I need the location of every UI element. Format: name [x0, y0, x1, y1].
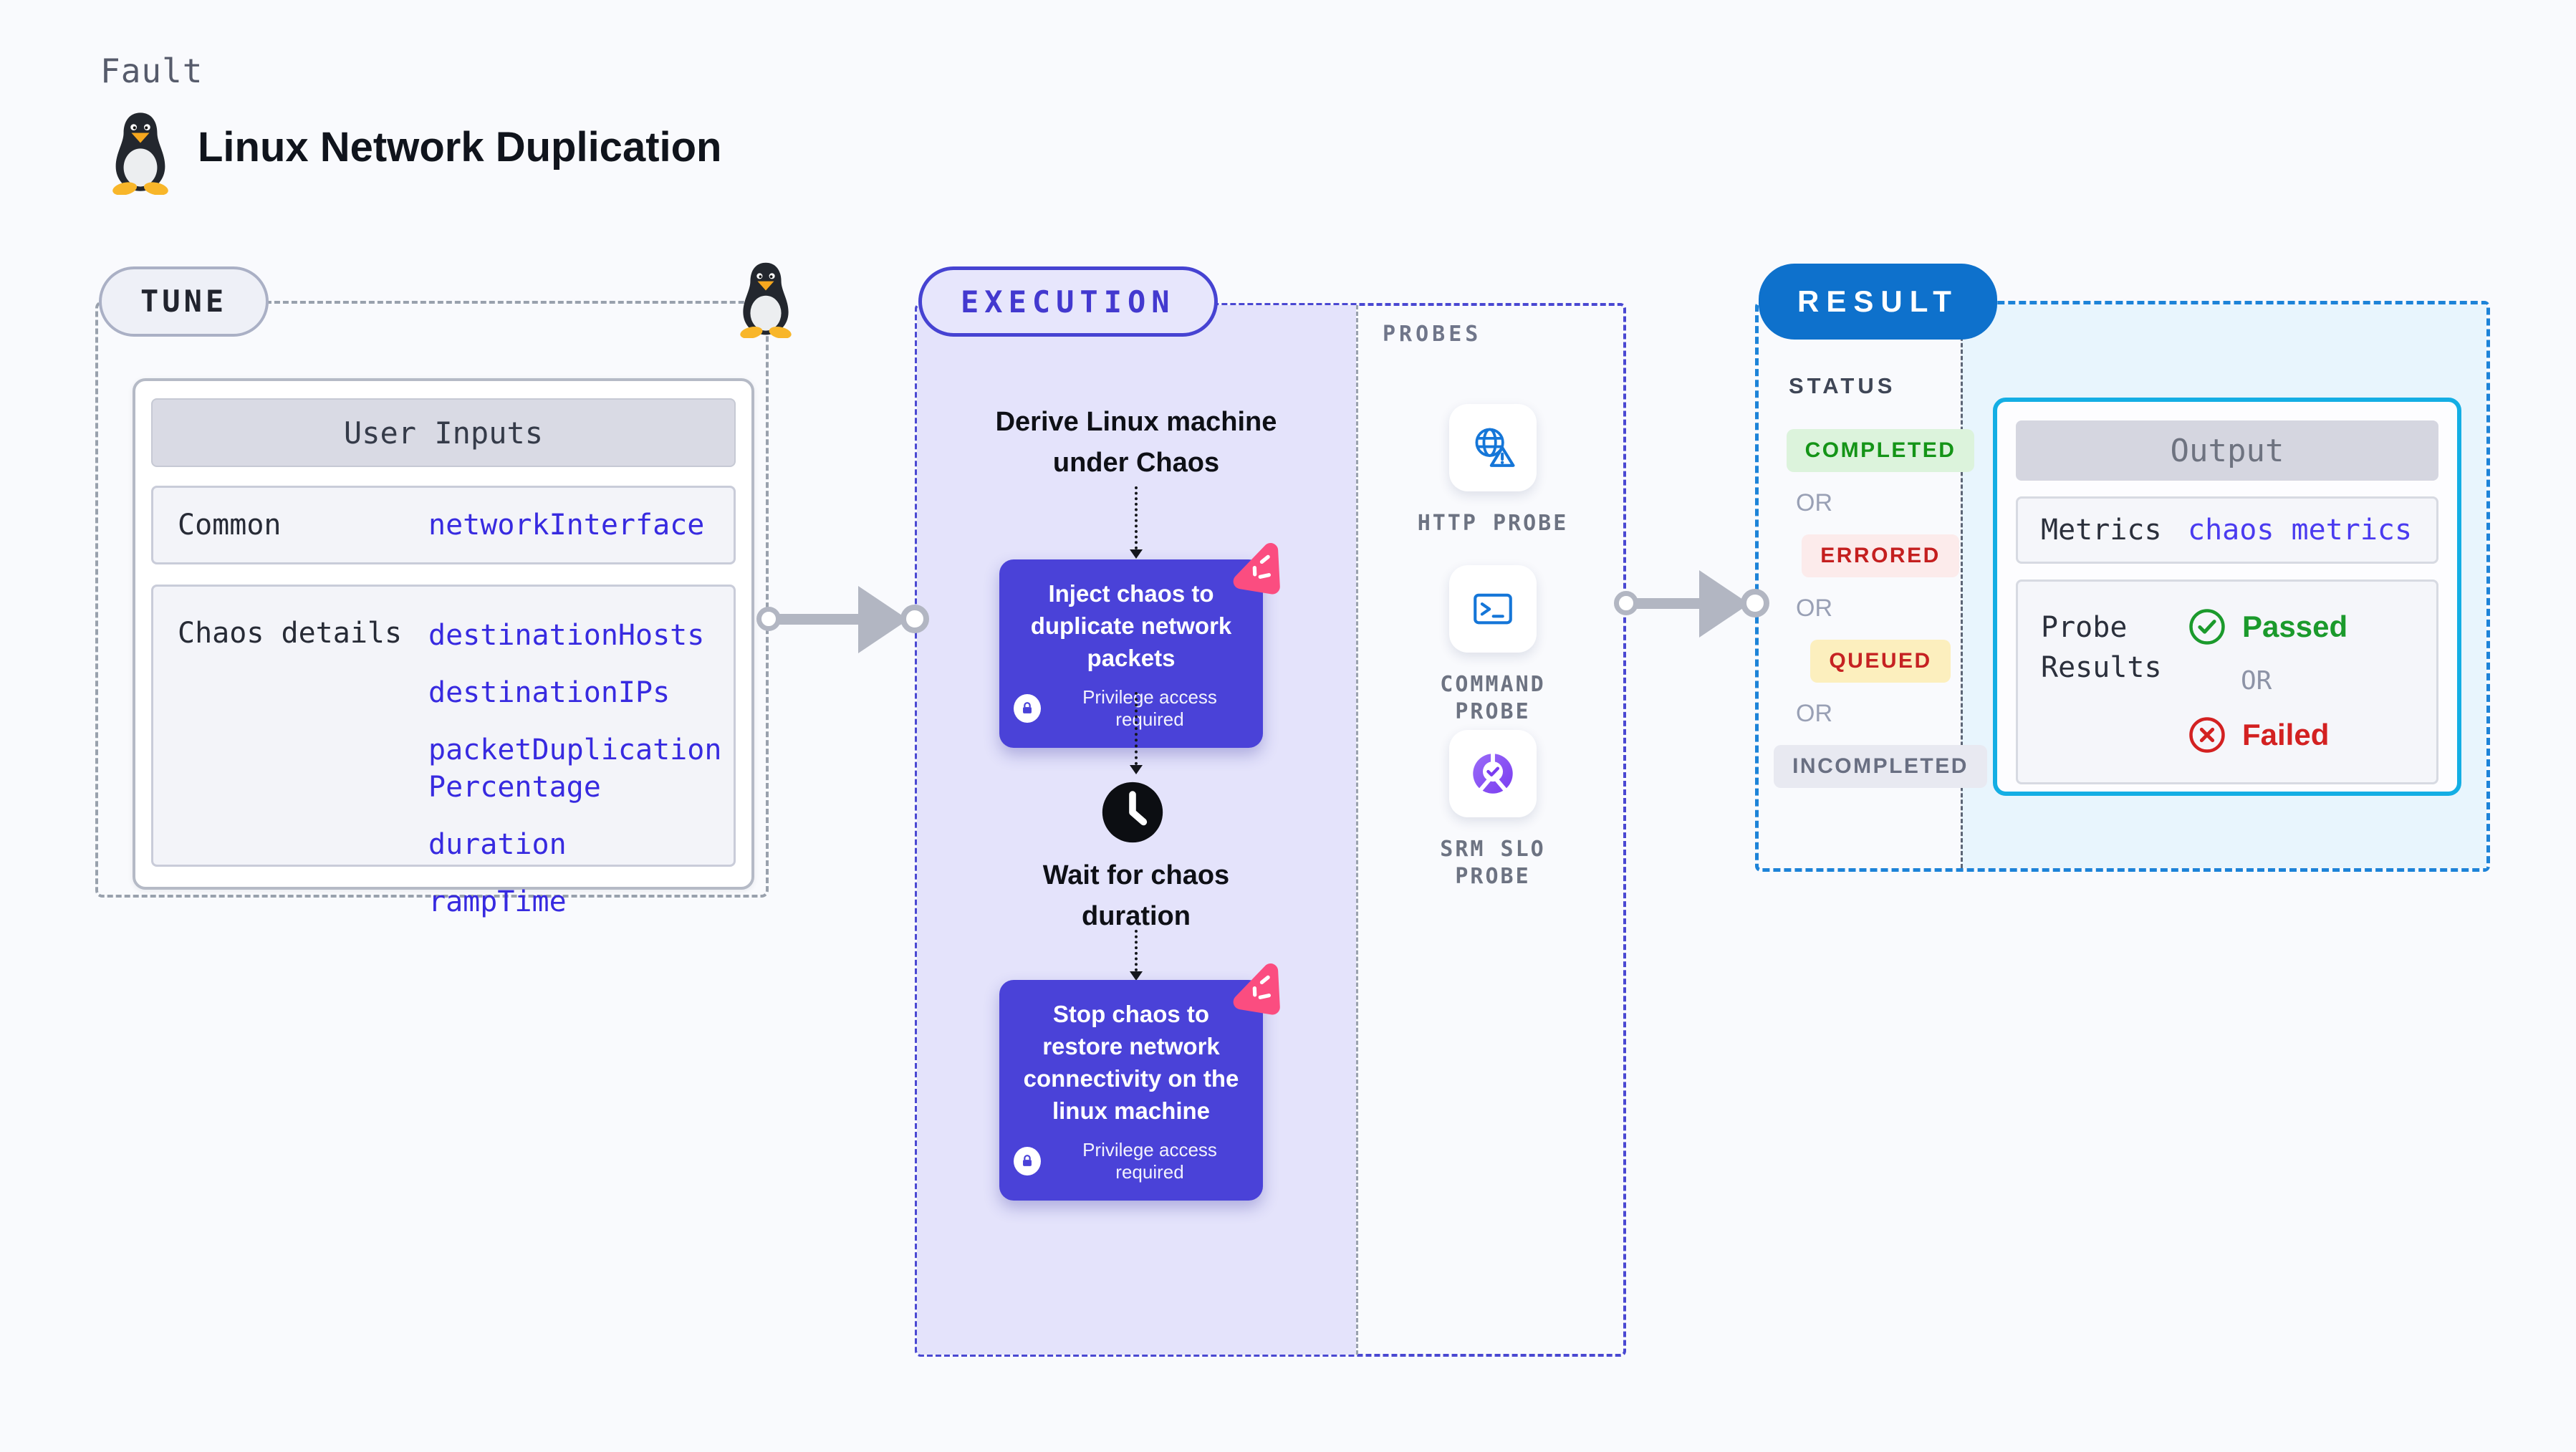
clock-icon	[1100, 779, 1166, 849]
status-badge: QUEUED	[1810, 640, 1951, 683]
inject-chaos-node: Inject chaos to duplicate network packet…	[999, 543, 1280, 748]
http-probe-item: HTTP PROBE	[1357, 404, 1629, 537]
flow-connector	[1135, 486, 1138, 549]
tune-section-box	[95, 301, 769, 898]
status-badge: COMPLETED	[1786, 429, 1975, 472]
flow-connector	[1135, 930, 1138, 971]
probe-label: HTTP PROBE	[1417, 511, 1569, 536]
probe-label: SRM SLO PROBE	[1440, 837, 1546, 889]
chaos-pink-logo-icon	[1224, 535, 1291, 605]
status-badge: INCOMPLETED	[1774, 745, 1987, 788]
arrow-head	[858, 586, 908, 653]
output-title: Output	[2016, 420, 2438, 481]
connector-dot	[900, 605, 929, 633]
privilege-note: Privilege access required	[1082, 686, 1217, 730]
stop-chaos-text: Stop chaos to restore network connectivi…	[1023, 1001, 1239, 1124]
input-row-label: Chaos details	[178, 617, 403, 650]
page-title: Linux Network Duplication	[198, 124, 722, 170]
user-inputs-title: User Inputs	[151, 398, 736, 467]
input-value: destinationHosts	[428, 619, 705, 652]
execution-flow-panel: Derive Linux machine under Chaos Inject …	[917, 305, 1356, 1355]
execution-section-box: Derive Linux machine under Chaos Inject …	[915, 303, 1626, 1357]
linux-tux-icon	[105, 109, 176, 198]
x-circle-icon	[2189, 717, 2225, 753]
result-divider	[1961, 304, 1963, 868]
probe-results-label: Probe Results	[2041, 611, 2162, 684]
tune-to-execution-arrow	[769, 614, 863, 625]
chaos-pink-logo-icon	[1224, 956, 1291, 1025]
flow-connector-arrow	[1130, 549, 1143, 559]
execution-to-result-arrow	[1628, 598, 1705, 609]
check-circle-icon	[2189, 609, 2225, 645]
privilege-note: Privilege access required	[1082, 1138, 1217, 1183]
connector-dot	[1614, 591, 1638, 615]
table-row: Probe Results Passed OR	[2016, 580, 2438, 784]
probes-panel: PROBES HTTP PROBE	[1357, 306, 1629, 1354]
probe-label: COMMAND PROBE	[1440, 672, 1546, 724]
input-value: destinationIPs	[428, 676, 671, 709]
tune-badge: TUNE	[99, 266, 269, 337]
input-value: rampTime	[428, 885, 567, 918]
flow-connector	[1135, 692, 1138, 765]
status-column: STATUS COMPLETED OR ERRORED OR QUEUED OR…	[1774, 373, 1987, 788]
srm-slo-probe-item: SRM SLO PROBE	[1357, 730, 1629, 890]
metrics-label: Metrics	[2041, 514, 2162, 547]
failed-label: Failed	[2242, 718, 2330, 751]
table-row: Chaos details destinationHosts destinati…	[151, 585, 736, 918]
derive-step-text: Derive Linux machine under Chaos	[995, 407, 1277, 478]
user-inputs-card: User Inputs Common networkInterface Chao…	[133, 378, 754, 918]
lock-icon	[1014, 693, 1041, 723]
slo-donut-check-icon	[1449, 730, 1537, 817]
input-row-label: Common	[178, 509, 282, 542]
table-row: Common networkInterface	[151, 486, 736, 564]
stop-chaos-node: Stop chaos to restore network connectivi…	[999, 963, 1280, 1201]
or-separator: OR	[1796, 489, 1832, 516]
input-value: duration	[428, 828, 567, 861]
or-separator: OR	[2241, 666, 2272, 696]
status-label: STATUS	[1789, 373, 1896, 398]
terminal-icon	[1449, 565, 1537, 653]
or-separator: OR	[1796, 595, 1832, 622]
execution-badge: EXECUTION	[918, 266, 1218, 337]
result-badge: RESULT	[1759, 264, 1997, 340]
wait-step-text: Wait for chaos duration	[1042, 860, 1230, 931]
result-section-box: STATUS COMPLETED OR ERRORED OR QUEUED OR…	[1755, 301, 2490, 872]
input-value: packetDuplicationPercentage	[428, 734, 722, 804]
probes-panel-label: PROBES	[1383, 322, 1482, 347]
output-card: Output Metrics chaos metrics Probe Resul…	[1993, 398, 2461, 796]
table-row: Metrics chaos metrics	[2016, 496, 2438, 564]
or-separator: OR	[1796, 700, 1832, 727]
flow-connector-arrow	[1130, 765, 1143, 774]
status-badge: ERRORED	[1802, 534, 1959, 577]
linux-tux-corner-icon	[733, 259, 799, 342]
metrics-value: chaos metrics	[2188, 514, 2413, 547]
fault-kicker: Fault	[100, 52, 203, 90]
probes-divider	[1356, 305, 1358, 1355]
flow-connector-arrow	[1130, 971, 1143, 981]
connector-dot	[1741, 589, 1769, 617]
inject-chaos-text: Inject chaos to duplicate network packet…	[1030, 580, 1232, 671]
lock-icon	[1014, 1146, 1041, 1175]
passed-label: Passed	[2242, 610, 2348, 643]
globe-alert-icon	[1449, 404, 1537, 491]
input-value: networkInterface	[428, 509, 705, 542]
connector-dot	[756, 607, 781, 631]
command-probe-item: COMMAND PROBE	[1357, 565, 1629, 725]
